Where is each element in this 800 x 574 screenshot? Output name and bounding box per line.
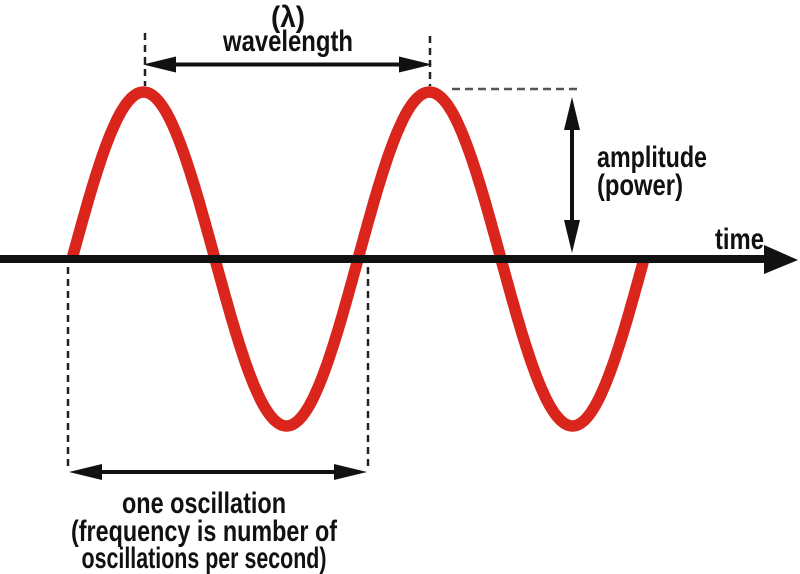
power-label: (power) — [597, 169, 683, 202]
oscillation-label-line3: oscillations per second) — [82, 542, 327, 574]
oscillation-arrowhead-left — [69, 464, 102, 480]
oscillation-arrowhead-right — [334, 464, 367, 480]
oscillation-label-line2: (frequency is number of — [71, 515, 338, 548]
oscillation-arrow — [69, 464, 367, 480]
wavelength-label: wavelength — [222, 25, 353, 58]
oscillation-label-line1: one oscillation — [122, 487, 286, 520]
amplitude-label: amplitude — [597, 141, 707, 174]
amplitude-arrowhead-top — [564, 97, 580, 130]
amplitude-arrow — [564, 97, 580, 253]
wavelength-symbol-label: (λ) — [271, 1, 305, 34]
wavelength-arrowhead-right — [399, 56, 432, 73]
time-axis-arrowhead — [764, 245, 798, 274]
time-axis — [0, 245, 798, 274]
time-axis-label: time — [715, 223, 764, 256]
wavelength-arrow — [143, 56, 432, 73]
amplitude-arrowhead-bottom — [564, 220, 580, 253]
wavelength-arrowhead-left — [143, 56, 176, 73]
